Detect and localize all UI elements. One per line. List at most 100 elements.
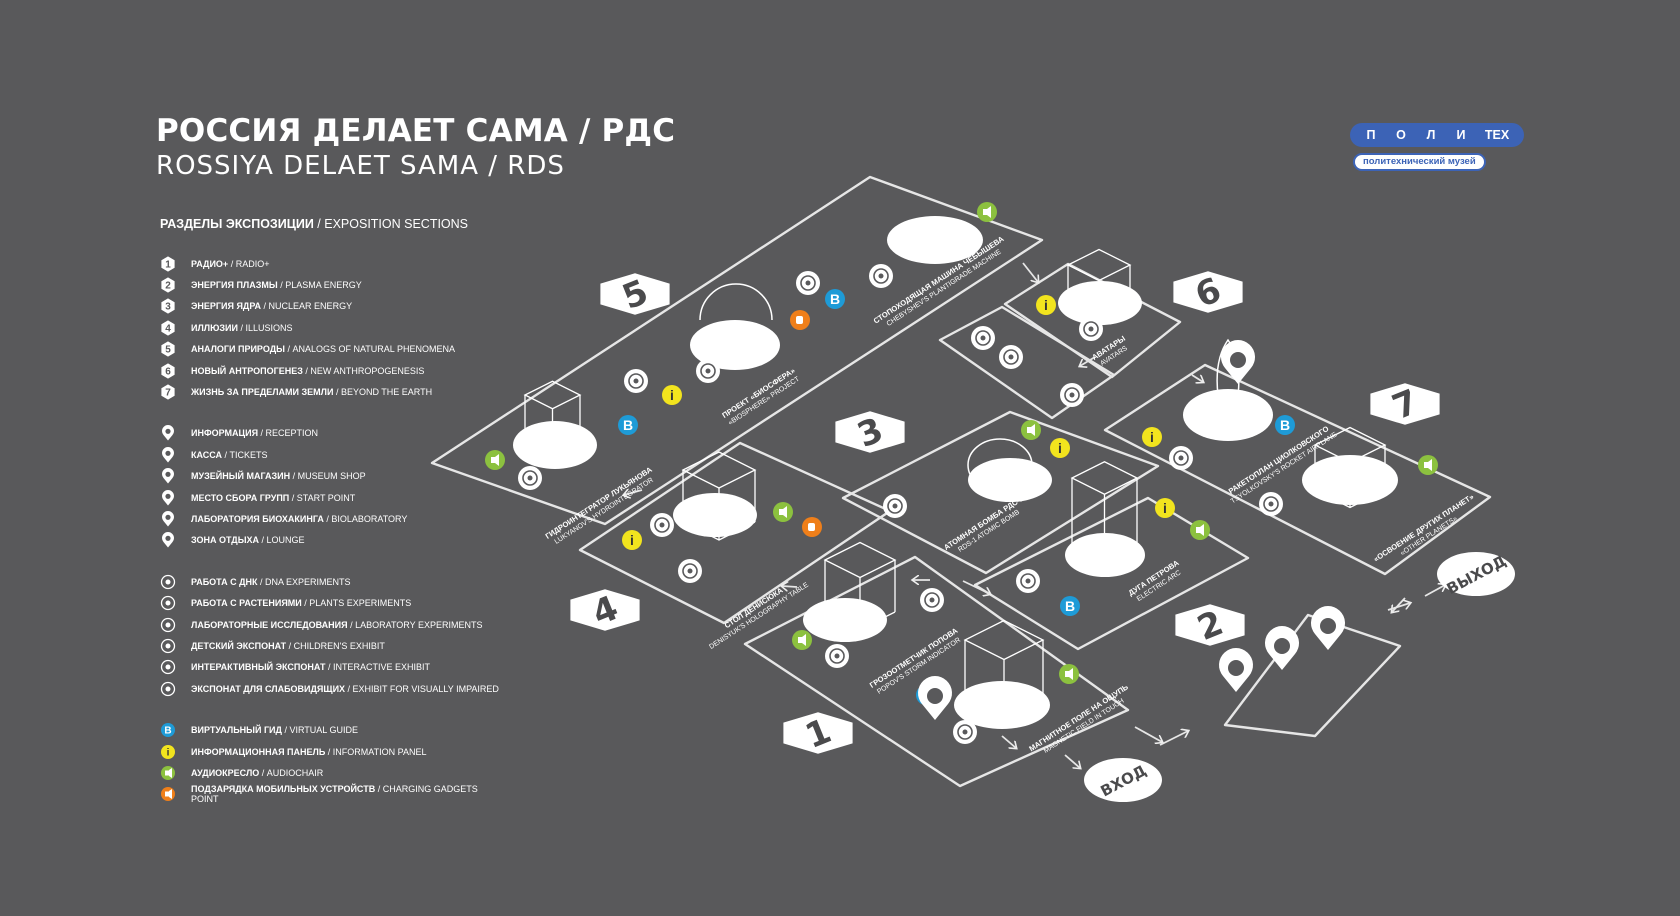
info-panel-icon[interactable]: i [1050, 438, 1070, 458]
exhibit-activity-icon[interactable] [518, 466, 542, 490]
audiochair-icon[interactable] [792, 630, 812, 650]
exhibit-activity-icon[interactable] [920, 588, 944, 612]
legend-activity-item: ЛАБОРАТОРНЫЕ ИССЛЕДОВАНИЯ / LABORATORY E… [160, 614, 500, 635]
charging-icon[interactable] [802, 517, 822, 537]
audiochair-icon[interactable] [1059, 664, 1079, 684]
svg-text:i: i [630, 532, 634, 548]
reception-pin-icon [160, 425, 176, 441]
map-title: РОССИЯ ДЕЛАЕТ САМА / РДС [156, 113, 676, 149]
exhibit-base[interactable] [513, 421, 597, 469]
info-panel-icon[interactable]: i [622, 530, 642, 550]
section-badge-5[interactable]: 5 [600, 272, 670, 318]
exhibit-name-ru: АТОМНАЯ БОМБА РДС-1 [942, 493, 1026, 552]
legend-service-item-label: ЗОНА ОТДЫХА / LOUNGE [191, 535, 305, 546]
legend-section-3: 3 ЭНЕРГИЯ ЯДРА / NUCLEAR ENERGY [160, 296, 500, 317]
platform-section-5 [430, 175, 1044, 526]
legend-section-5: 5 АНАЛОГИ ПРИРОДЫ / ANALOGS OF NATURAL PH… [160, 339, 500, 360]
exhibit-activity-icon[interactable] [971, 326, 995, 350]
audiochair-icon[interactable] [977, 202, 997, 222]
audiochair-icon[interactable] [1190, 520, 1210, 540]
exhibit-activity-icon[interactable] [999, 345, 1023, 369]
exhibit-activity-icon[interactable] [1060, 383, 1084, 407]
platform-services [1223, 613, 1402, 738]
exhibit-activity-icon[interactable] [869, 264, 893, 288]
info-panel-icon[interactable]: i [662, 385, 682, 405]
service-pin-icon[interactable] [1264, 626, 1299, 670]
section-badge-6[interactable]: 6 [1173, 270, 1243, 316]
exhibit-base[interactable] [1058, 281, 1142, 325]
service-pin-icon[interactable] [1311, 606, 1345, 650]
exhibit-label[interactable]: ПРОЕКТ «БИОСФЕРА»«BIOSPHERE» PROJECT [720, 366, 801, 427]
info-panel-icon[interactable]: i [1036, 295, 1056, 315]
legend-activity-item: РАБОТА С РАСТЕНИЯМИ / PLANTS EXPERIMENTS [160, 592, 500, 613]
platform-section-3 [841, 410, 1160, 575]
virtual-guide-icon: B [160, 722, 176, 738]
service-pin-icon[interactable] [1221, 340, 1255, 384]
exit-marker[interactable]: ВЫХОД [1437, 552, 1515, 598]
info-panel-icon[interactable]: i [1155, 498, 1175, 518]
exhibit-activity-icon[interactable] [953, 720, 977, 744]
exhibit-base[interactable] [887, 216, 983, 264]
service-pin-icon[interactable] [918, 676, 952, 720]
exhibit-activity-icon[interactable] [696, 359, 720, 383]
interactive-hand-icon [160, 659, 176, 675]
audiochair-icon[interactable] [773, 502, 793, 522]
logo-letter: И [1456, 128, 1466, 142]
exhibit-activity-icon[interactable] [1169, 446, 1193, 470]
logo-subtitle: политехнический музей [1353, 153, 1486, 171]
info-panel-icon: i [160, 744, 176, 760]
section-3-icon: 3 [160, 298, 176, 315]
display-case [681, 451, 757, 541]
display-case [523, 380, 582, 455]
info-panel-icon[interactable]: i [1142, 427, 1162, 447]
section-badge-4[interactable]: 4 [570, 588, 640, 634]
legend-section-3-label: ЭНЕРГИЯ ЯДРА / NUCLEAR ENERGY [191, 301, 353, 312]
virtual-guide-icon[interactable]: B [1275, 415, 1295, 435]
audiochair-icon[interactable] [1021, 420, 1041, 440]
exhibit-base[interactable] [803, 598, 887, 642]
exhibit-name-ru: «ОСВОЕНИЕ ДРУГИХ ПЛАНЕТ» [1372, 492, 1476, 564]
section-badge-7[interactable]: 7 [1370, 382, 1440, 428]
exhibit-activity-icon[interactable] [650, 513, 674, 537]
section-badge-3[interactable]: 3 [835, 410, 905, 456]
exhibit-activity-icon[interactable] [825, 644, 849, 668]
exhibit-activity-icon[interactable] [1079, 317, 1103, 341]
exhibit-base[interactable] [968, 458, 1052, 502]
audiochair-icon[interactable] [1418, 455, 1438, 475]
exhibit-activity-icon[interactable] [883, 494, 907, 518]
legend-activity-item: РАБОТА С ДНК / DNA EXPERIMENTS [160, 571, 500, 592]
exhibit-activity-icon[interactable] [624, 369, 648, 393]
exhibit-activity-icon[interactable] [1016, 569, 1040, 593]
legend-activity-item-label: ДЕТСКИЙ ЭКСПОНАТ / CHILDREN'S EXHIBIT [191, 640, 385, 651]
virtual-guide-icon[interactable]: B [1060, 596, 1080, 616]
exhibit-activity-icon[interactable] [796, 271, 820, 295]
exhibit-base[interactable] [954, 681, 1050, 729]
exhibit-base[interactable] [1183, 389, 1273, 441]
legend-section-2-label: ЭНЕРГИЯ ПЛАЗМЫ / PLASMA ENERGY [191, 280, 362, 291]
virtual-guide-icon[interactable]: B [618, 415, 638, 435]
charging-icon[interactable] [790, 310, 810, 330]
svg-text:B: B [830, 291, 840, 307]
section-badge-2[interactable]: 2 [1175, 603, 1245, 649]
section-badge-1[interactable]: 1 [783, 711, 853, 757]
exhibit-activity-icon[interactable] [1259, 492, 1283, 516]
lab-icon [160, 617, 176, 633]
platform-section-6-lab [938, 305, 1116, 420]
exhibit-base[interactable] [673, 493, 757, 537]
entrance-marker[interactable]: ВХОД [1084, 758, 1162, 802]
section-5-icon: 5 [160, 341, 176, 357]
legend-section-1-label: РАДИО+ / RADIO+ [191, 258, 270, 269]
audiochair-icon[interactable] [485, 450, 505, 470]
exhibit-bases [513, 216, 1398, 729]
virtual-guide-icon[interactable]: B [825, 289, 845, 309]
service-pin-icon[interactable] [1219, 648, 1253, 692]
legend-section-5-label: АНАЛОГИ ПРИРОДЫ / ANALOGS OF NATURAL PHE… [191, 344, 455, 355]
exhibit-base[interactable] [690, 320, 780, 370]
exhibit-activity-icon[interactable] [678, 559, 702, 583]
